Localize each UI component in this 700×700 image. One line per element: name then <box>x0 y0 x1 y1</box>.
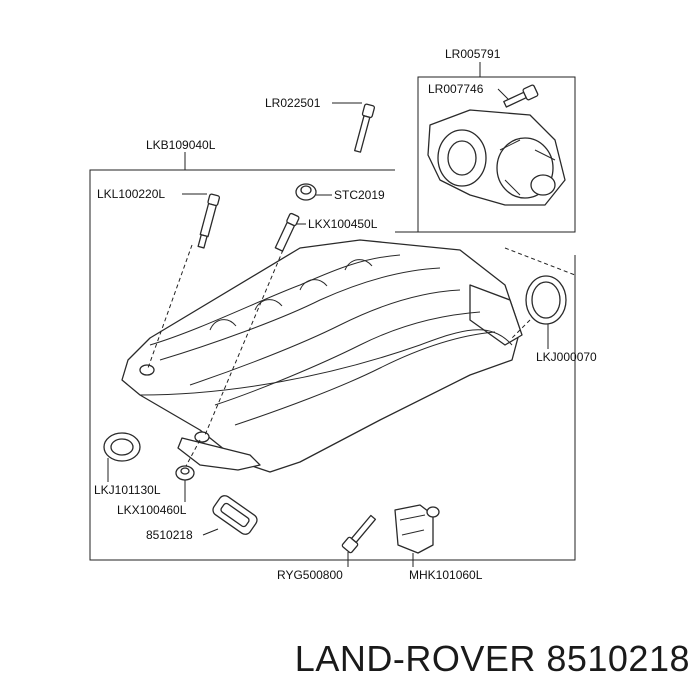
label-lr007746: LR007746 <box>428 82 484 96</box>
stud-lkx100450l <box>274 212 300 252</box>
label-lkx100450l: LKX100450L <box>308 217 378 231</box>
bolt-ryg500800 <box>341 514 377 554</box>
label-lkl100220l: LKL100220L <box>97 187 165 201</box>
label-stc2019: STC2019 <box>334 188 385 202</box>
bolt-lr022501 <box>354 103 376 153</box>
dash-manifold-gasket <box>504 247 576 276</box>
parts-diagram: LR005791 LR007746 LR022501 LKB109040L LK… <box>89 47 597 582</box>
label-lr005791: LR005791 <box>445 47 501 61</box>
label-mhk101060l: MHK101060L <box>409 568 483 582</box>
throttle-body <box>427 109 566 206</box>
lr007746-leader <box>497 88 509 100</box>
footer-brand-part-number: LAND-ROVER 8510218 <box>294 638 690 679</box>
nut-stc2019 <box>295 183 317 201</box>
8510218-leader <box>202 528 219 536</box>
label-lr022501: LR022501 <box>265 96 321 110</box>
dash-lkx100450l <box>204 249 284 436</box>
manifold-frame <box>89 169 576 561</box>
dash-nut-lkx100460l <box>185 439 201 467</box>
label-lkj101130l: LKJ101130L <box>94 483 161 497</box>
label-ryg500800: RYG500800 <box>277 568 343 582</box>
dash-gasket-seal <box>511 319 531 339</box>
bolt-lr007746 <box>503 84 539 108</box>
nut-lkx100460l <box>175 465 195 481</box>
gasket-8510218 <box>212 495 258 535</box>
gasket-lkj000070 <box>525 275 567 325</box>
seal-lkj101130l <box>103 432 141 462</box>
label-8510218: 8510218 <box>146 528 193 542</box>
label-lkb109040l: LKB109040L <box>146 138 216 152</box>
intake-manifold <box>121 239 523 473</box>
stud-lkl100220l <box>197 193 221 249</box>
sensor-mhk101060l <box>394 504 440 554</box>
dash-lkl100220l <box>147 244 193 369</box>
label-lkx100460l: LKX100460L <box>117 503 187 517</box>
label-lkj000070: LKJ000070 <box>536 350 597 364</box>
